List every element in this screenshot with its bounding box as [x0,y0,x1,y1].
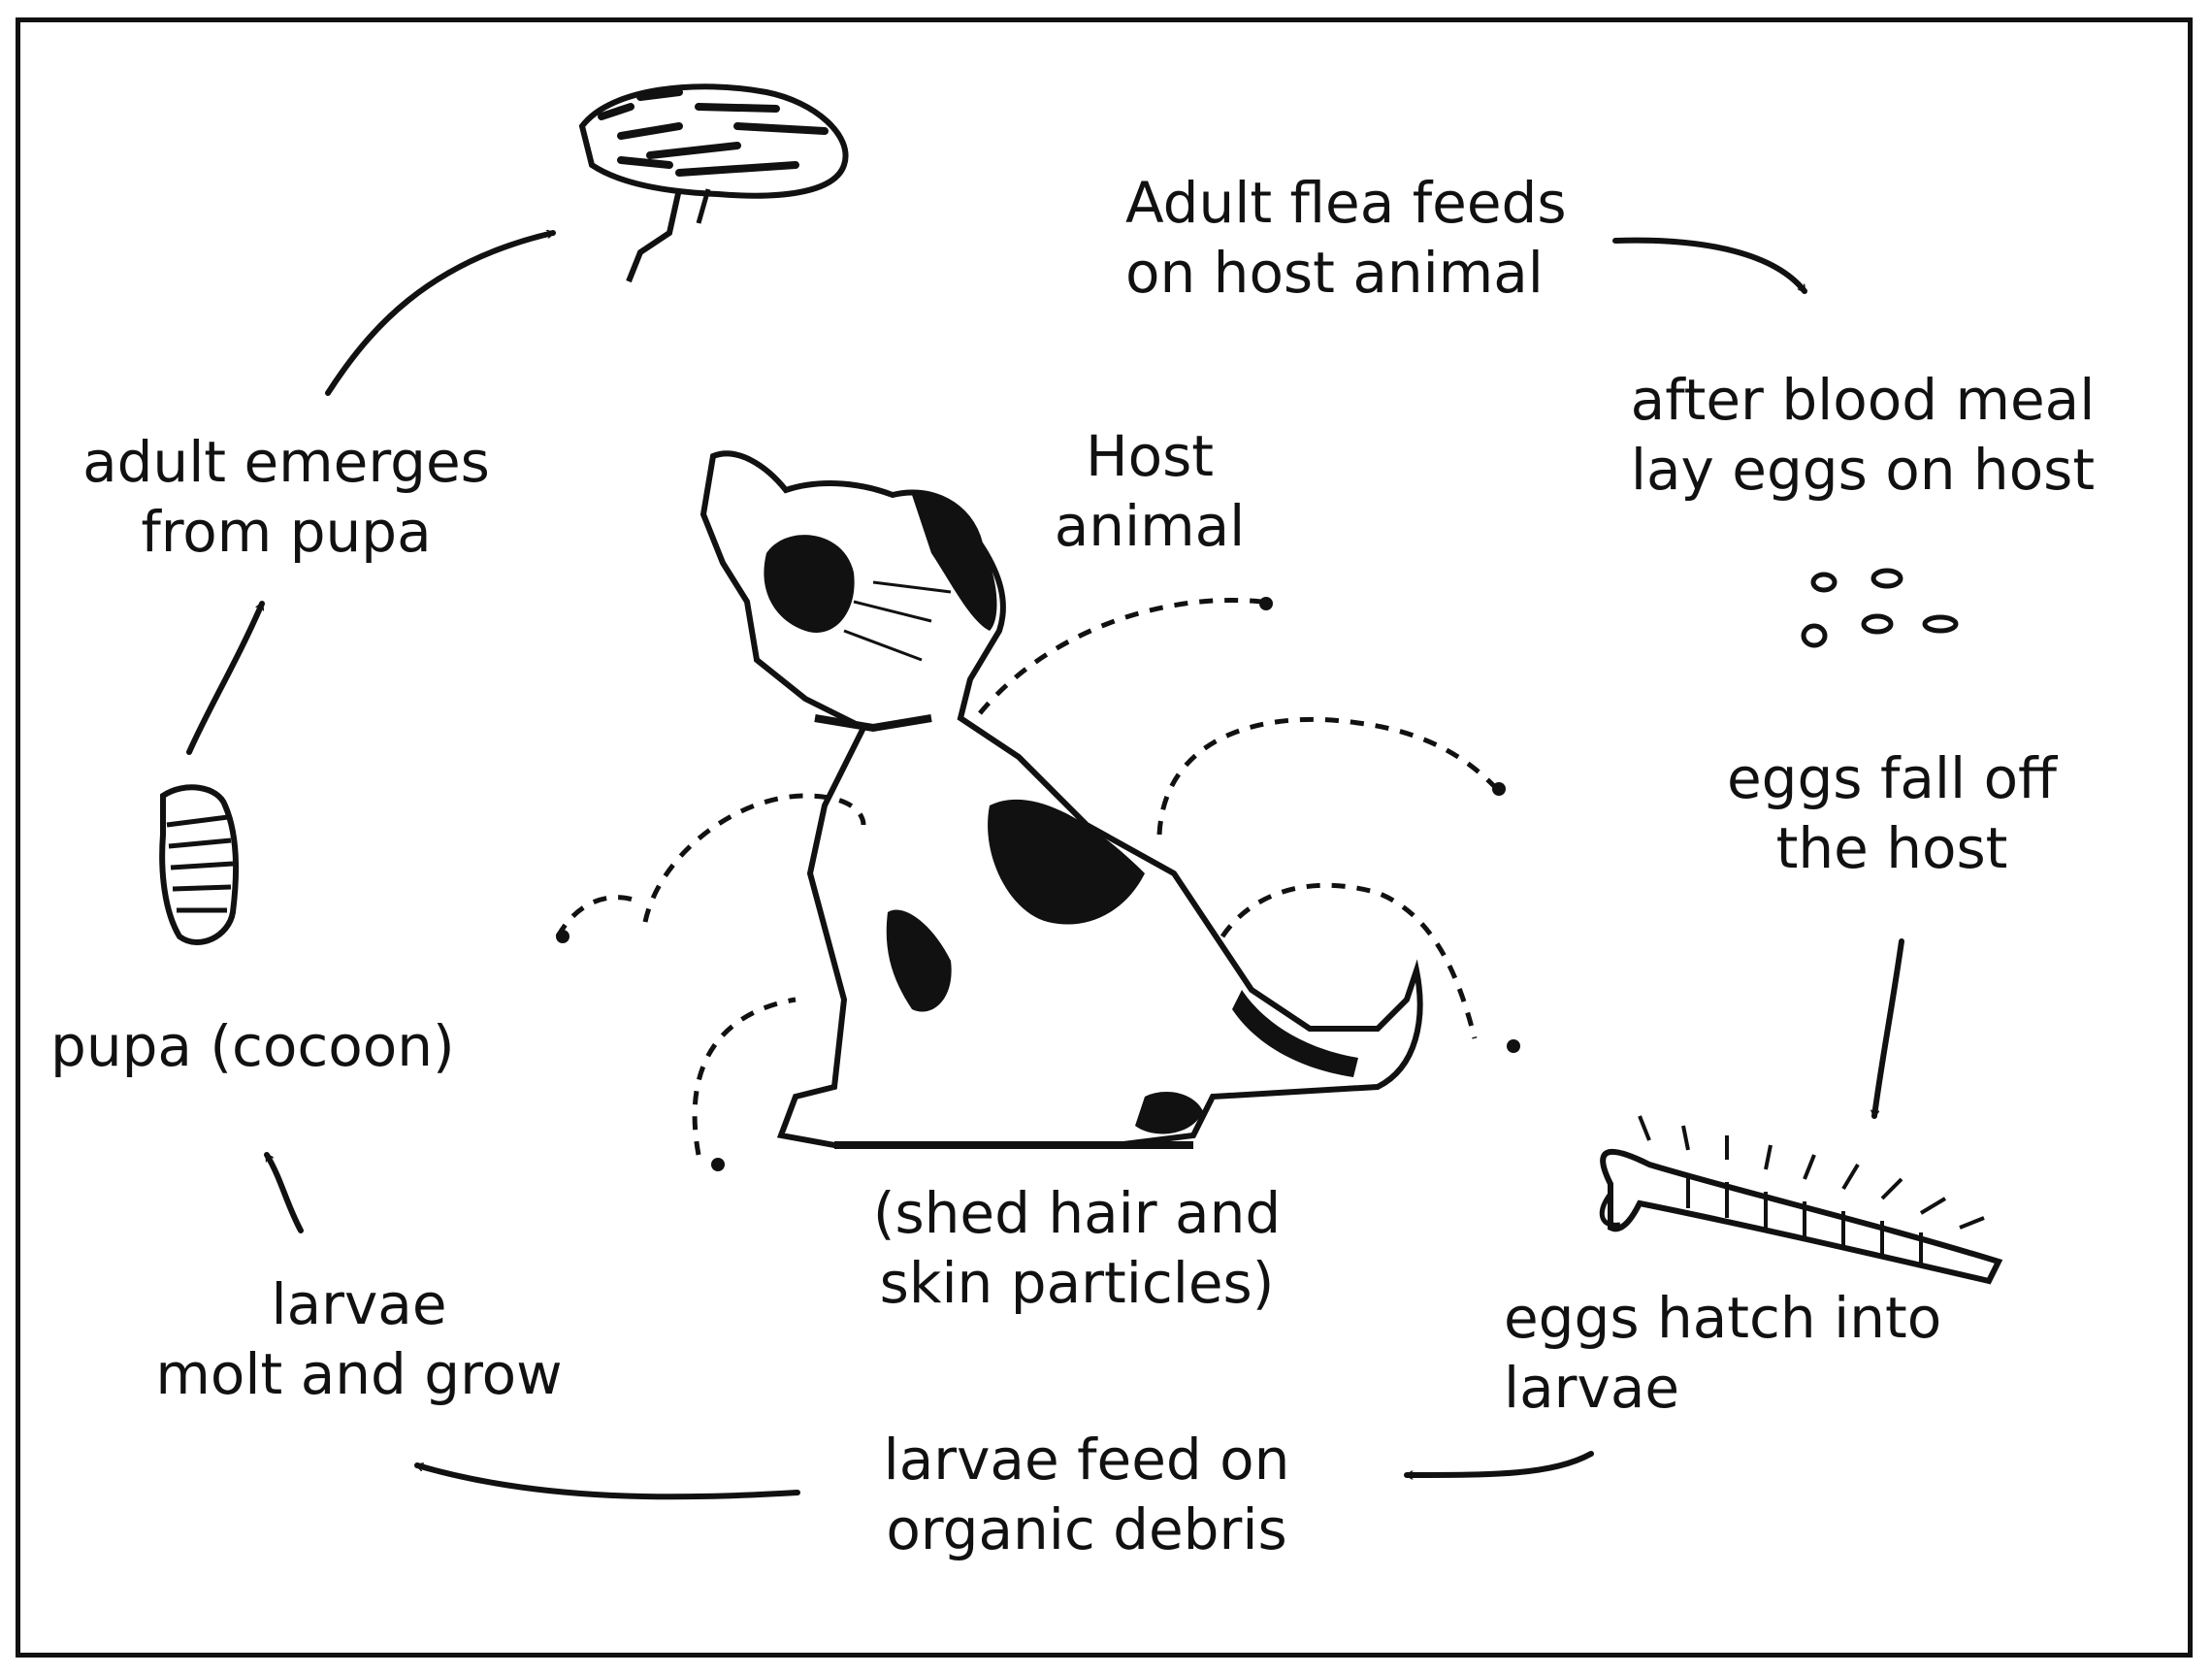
dog-illustration [699,450,1423,1149]
label-larvae-feed: larvae feed on organic debris [883,1427,1290,1562]
label-adult-feeds: Adult flea feeds on host animal [1125,170,1567,306]
arrow-to-pupa [264,1152,304,1233]
arrow-to-larvae-molt [414,1465,800,1500]
label-host-animal: Host animal [1054,423,1246,559]
label-lay-eggs: after blood meal lay eggs on host [1630,367,2096,503]
arrow-to-eggs [1612,237,1807,294]
label-pupa: pupa (cocoon) [50,1013,455,1079]
cycle-arrows [186,233,1904,1500]
label-larvae-molt: larvae molt and grow [155,1271,563,1407]
eggs-icon [1801,568,1959,648]
label-eggs-hatch: eggs hatch into larvae [1504,1285,1942,1421]
label-eggs-fall: eggs fall off the host [1726,745,2058,881]
label-adult-emerges: adult emerges from pupa [82,429,490,565]
flea-dots [556,597,1520,1171]
arrow-to-larvae-feed [1404,1451,1594,1475]
arrow-to-larva [1874,938,1904,1119]
flea-icon [578,83,849,283]
label-shed-hair: (shed hair and skin particles) [872,1180,1282,1316]
arrow-to-adult-emerges [186,601,265,755]
arrow-to-flea [325,233,556,396]
flea-jump-trails [555,597,1496,1156]
larva-icon [1599,1115,2003,1285]
pupa-icon [159,784,240,945]
